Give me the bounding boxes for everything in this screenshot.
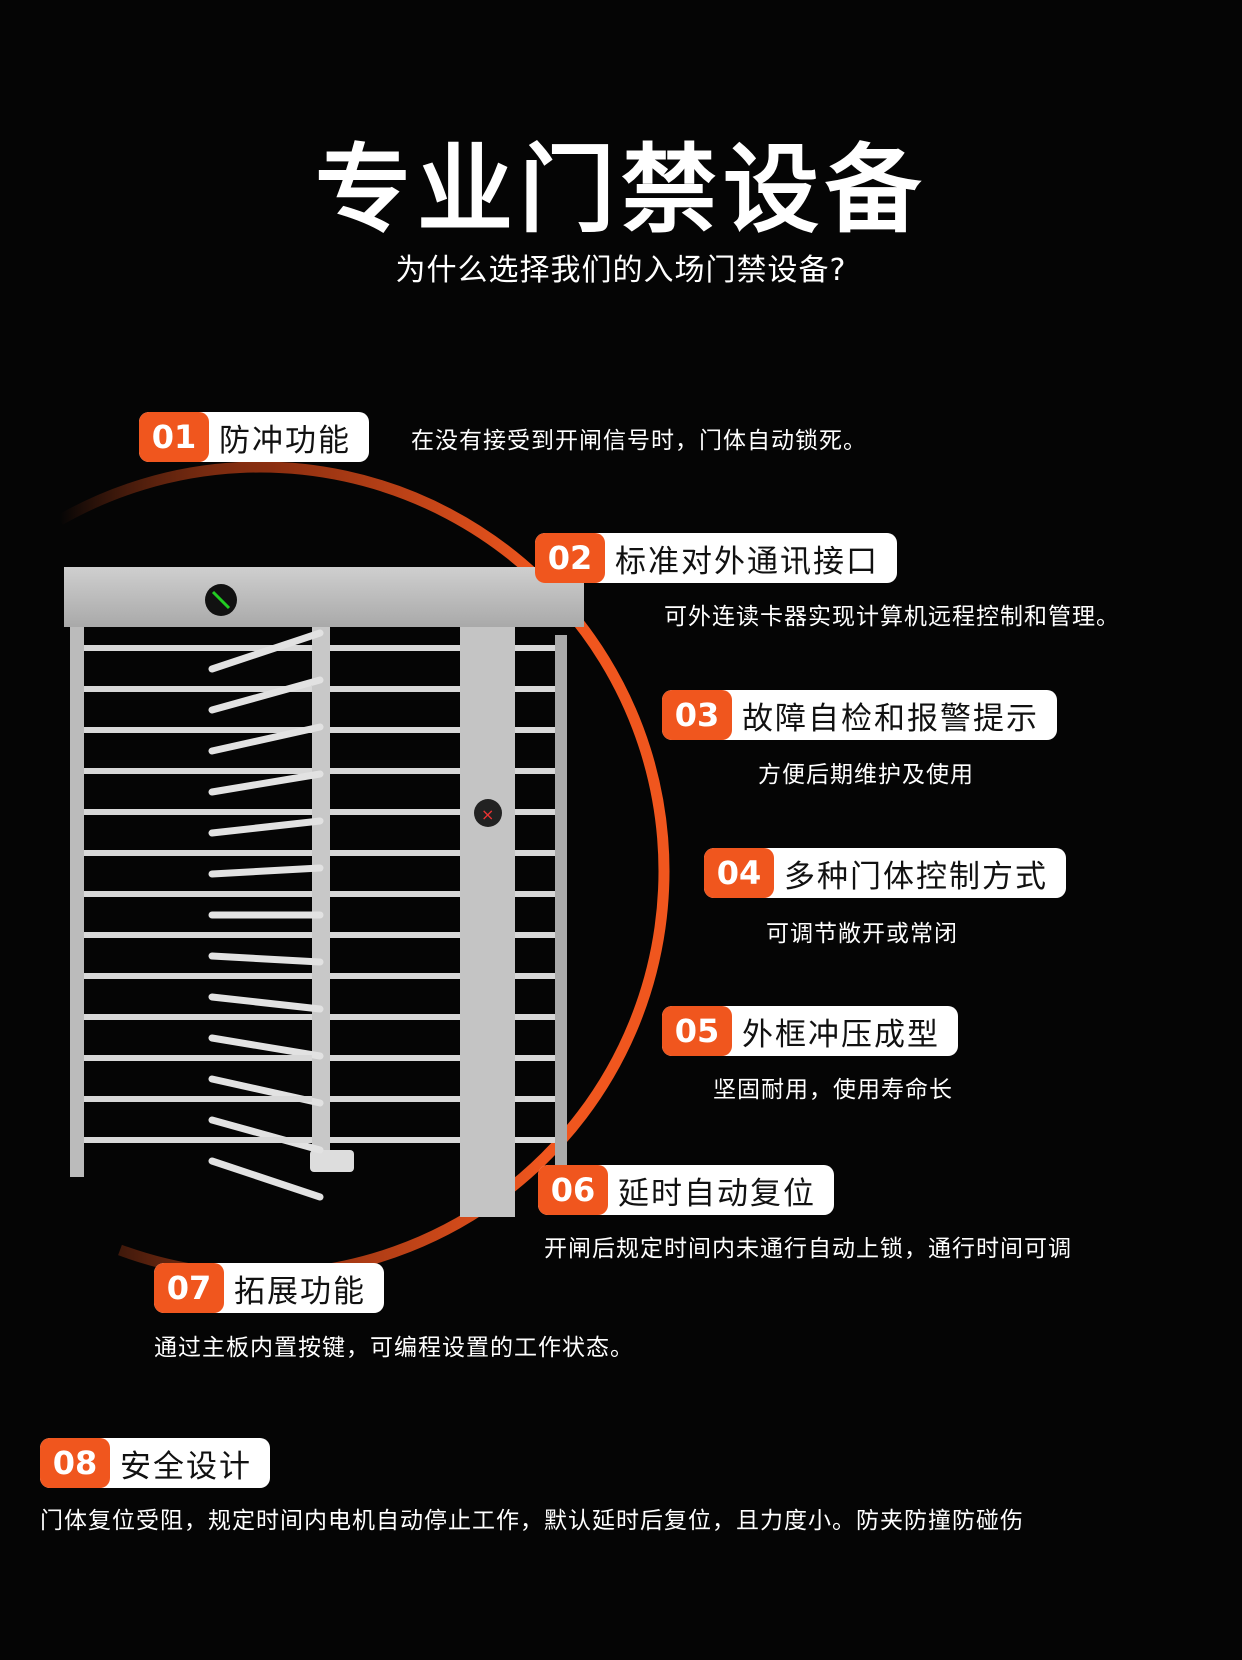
feature-03-description: 方便后期维护及使用 [758, 762, 974, 788]
turnstile-arm [208, 952, 324, 966]
feature-02-description: 可外连读卡器实现计算机远程控制和管理。 [664, 604, 1120, 630]
feature-label: 多种门体控制方式 [784, 858, 1048, 895]
feature-05-badge: 05 外框冲压成型 [662, 1006, 958, 1056]
svg-text:×: × [481, 805, 494, 824]
turnstile-bar [84, 1096, 312, 1102]
turnstile-arm [208, 817, 324, 837]
turnstile-bar [515, 1014, 555, 1020]
turnstile-bar [515, 1096, 555, 1102]
feature-05-description: 坚固耐用，使用寿命长 [713, 1077, 953, 1103]
feature-08-badge: 08 安全设计 [40, 1438, 270, 1488]
turnstile-arm [208, 676, 324, 714]
feature-number: 08 [40, 1438, 110, 1488]
turnstile-arm [208, 1157, 324, 1201]
turnstile-bar [84, 727, 312, 733]
feature-number: 02 [535, 533, 605, 583]
turnstile-arm [208, 1116, 324, 1154]
feature-number: 04 [704, 848, 774, 898]
turnstile: × [64, 567, 584, 1217]
feature-number: 01 [139, 412, 209, 462]
turnstile-arm [208, 1034, 324, 1060]
turnstile-bar [330, 891, 460, 897]
turnstile-bar [515, 1055, 555, 1061]
feature-08-description: 门体复位受阻，规定时间内电机自动停止工作，默认延时后复位，且力度小。防夹防撞防碰… [40, 1508, 1024, 1534]
turnstile-bar [84, 686, 312, 692]
feature-07-badge: 07 拓展功能 [154, 1263, 384, 1313]
turnstile-bar [84, 768, 312, 774]
page-title: 专业门禁设备 [315, 134, 927, 246]
orange-arc [57, 461, 670, 1281]
turnstile-bar [330, 1096, 460, 1102]
turnstile-bar [84, 891, 312, 897]
feature-label: 延时自动复位 [618, 1175, 816, 1212]
turnstile-bar [515, 932, 555, 938]
turnstile-bar [84, 1137, 312, 1143]
turnstile-bar [515, 973, 555, 979]
feature-label: 外框冲压成型 [742, 1016, 940, 1053]
feature-01-description: 在没有接受到开闸信号时，门体自动锁死。 [411, 428, 867, 454]
turnstile-bar [330, 1014, 460, 1020]
feature-number: 06 [538, 1165, 608, 1215]
feature-number: 07 [154, 1263, 224, 1313]
turnstile-bar [330, 1137, 460, 1143]
turnstile-bar [330, 727, 460, 733]
turnstile-bar [330, 645, 460, 651]
turnstile-bar [515, 645, 555, 651]
turnstile-bar [84, 1014, 312, 1020]
turnstile-bar [515, 727, 555, 733]
turnstile-bar [330, 686, 460, 692]
turnstile-bar [330, 850, 460, 856]
turnstile-bar [330, 1055, 460, 1061]
turnstile-bar [330, 932, 460, 938]
page-subtitle: 为什么选择我们的入场门禁设备? [395, 253, 847, 288]
turnstile-arm [208, 864, 324, 878]
turnstile-bar [515, 768, 555, 774]
feature-04-badge: 04 多种门体控制方式 [704, 848, 1066, 898]
turnstile-bar [84, 850, 312, 856]
feature-06-badge: 06 延时自动复位 [538, 1165, 834, 1215]
turnstile-arm [208, 993, 324, 1013]
feature-label: 安全设计 [120, 1448, 252, 1485]
feature-04-description: 可调节敞开或常闭 [766, 921, 958, 947]
feature-label: 拓展功能 [234, 1273, 366, 1310]
turnstile-arm [208, 629, 324, 673]
feature-07-description: 通过主板内置按键，可编程设置的工作状态。 [154, 1335, 634, 1361]
turnstile-bar [84, 1055, 312, 1061]
feature-03-badge: 03 故障自检和报警提示 [662, 690, 1057, 740]
turnstile-arm [208, 723, 324, 755]
turnstile-bar [515, 809, 555, 815]
turnstile-bar [515, 891, 555, 897]
turnstile-bar [84, 973, 312, 979]
turnstile-bar [330, 809, 460, 815]
feature-number: 03 [662, 690, 732, 740]
turnstile-bar [515, 686, 555, 692]
feature-label: 标准对外通讯接口 [615, 543, 879, 580]
turnstile-bar [84, 809, 312, 815]
feature-01-badge: 01 防冲功能 [139, 412, 369, 462]
turnstile-bar [515, 1137, 555, 1143]
feature-label: 故障自检和报警提示 [742, 700, 1039, 737]
turnstile-bar [84, 645, 312, 651]
feature-02-badge: 02 标准对外通讯接口 [535, 533, 897, 583]
feature-label: 防冲功能 [219, 422, 351, 459]
feature-06-description: 开闸后规定时间内未通行自动上锁，通行时间可调 [544, 1236, 1072, 1262]
turnstile-bar [330, 973, 460, 979]
feature-number: 05 [662, 1006, 732, 1056]
turnstile-bar [84, 932, 312, 938]
turnstile-bar [330, 768, 460, 774]
turnstile-bar [515, 850, 555, 856]
turnstile-arm [208, 770, 324, 796]
